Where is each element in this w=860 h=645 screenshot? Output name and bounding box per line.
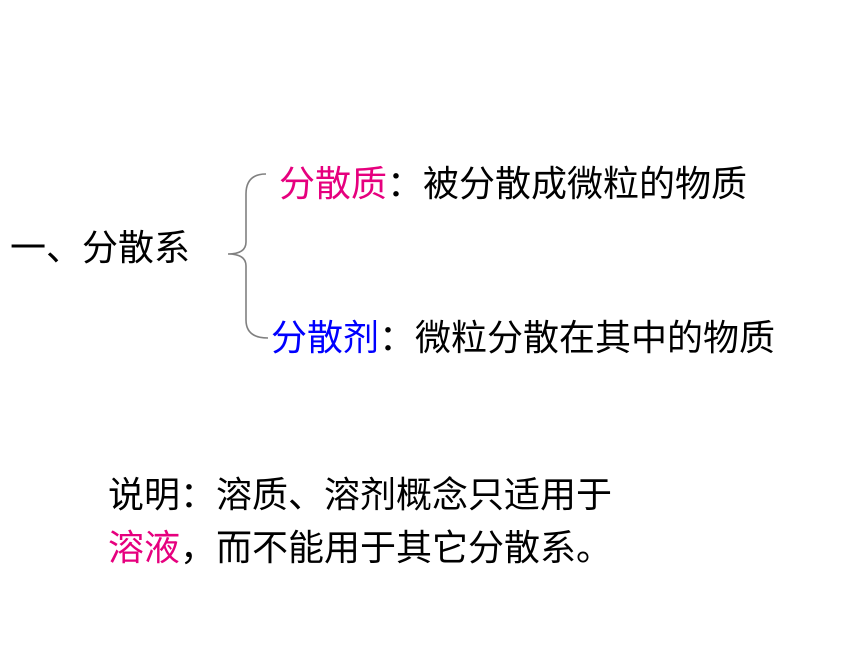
term-dispersoid: 分散质: [279, 164, 388, 205]
separator: ：: [387, 164, 424, 205]
term-solution: 溶液: [108, 528, 181, 569]
note-line-2-rest: ，而不能用于其它分散系。: [180, 528, 613, 569]
heading-dispersion-system: 一、分散系: [10, 228, 191, 269]
definition-dispersoid: 被分散成微粒的物质: [423, 164, 748, 205]
definition-dispersion-medium: 微粒分散在其中的物质: [415, 318, 776, 359]
definition-row-dispersoid: 分散质：被分散成微粒的物质: [279, 163, 747, 207]
term-dispersion-medium: 分散剂: [271, 318, 380, 359]
separator: ：: [379, 318, 416, 359]
note-line-2: 溶液，而不能用于其它分散系。: [108, 527, 612, 571]
curly-brace-icon: [227, 173, 269, 339]
note-line-1: 说明：溶质、溶剂概念只适用于: [108, 475, 613, 516]
definition-row-dispersion-medium: 分散剂：微粒分散在其中的物质: [271, 317, 775, 361]
